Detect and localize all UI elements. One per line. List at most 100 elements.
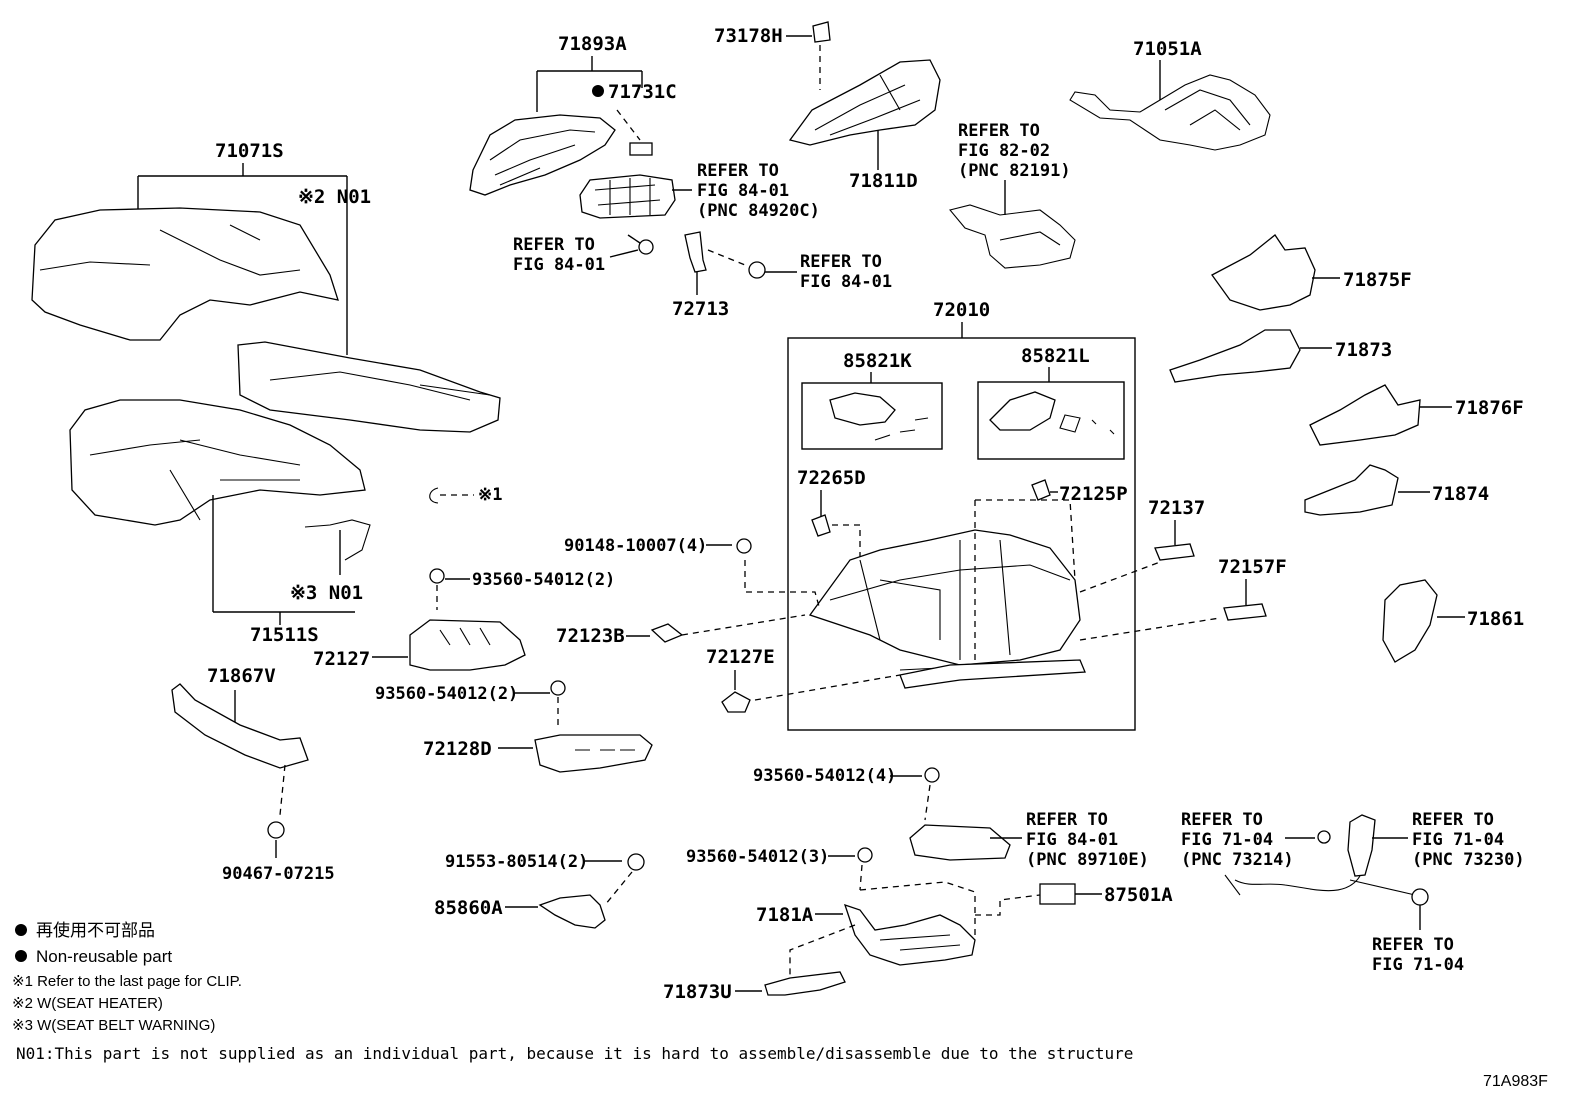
label-71511S: 71511S (250, 624, 319, 646)
part-71893A-group: 71893A 71731C (469, 33, 677, 196)
legend-note3: ※3 W(SEAT BELT WARNING) (12, 1017, 215, 1034)
seat-switch: REFER TO FIG 84-01 (PNC 84920C) REFER TO… (513, 161, 820, 275)
svg-text:REFER TO: REFER TO (1181, 810, 1263, 830)
label-93560-b: 93560-54012(2) (375, 684, 518, 704)
label-93560-a: 93560-54012(2) (472, 570, 615, 590)
label-90148: 90148-10007(4) (564, 536, 707, 556)
bolt-icon (924, 767, 940, 783)
harness-82191 (949, 204, 1076, 269)
adjuster-72010-group: 72010 85821K 85821L 72265D 72125P (787, 299, 1136, 731)
svg-text:FIG 82-02: FIG 82-02 (958, 141, 1050, 161)
bolt-icon (627, 853, 645, 871)
cushion-cover-71071S (31, 207, 339, 341)
cover-71867V (171, 683, 309, 769)
part-71051A-group: 71051A REFER TO FIG 82-02 (PNC 82191) (949, 38, 1271, 269)
bracket-71875F (1211, 234, 1316, 311)
svg-text:REFER TO: REFER TO (1026, 810, 1108, 830)
cushion-group: 71071S ※2 N01 ※3 N01 71511S ※1 (31, 140, 502, 646)
svg-text:FIG 84-01: FIG 84-01 (800, 272, 892, 292)
sensor-85860A (538, 894, 606, 929)
legend-n01: N01:This part is not supplied as an indi… (16, 1044, 1133, 1063)
bolt-icon (1411, 888, 1429, 906)
svg-text:REFER TO: REFER TO (513, 235, 595, 255)
label-72265D: 72265D (797, 467, 866, 489)
non-reusable-dot (15, 924, 27, 936)
label-72127E: 72127E (706, 646, 775, 668)
center-left-parts: 93560-54012(2) 72127 93560-54012(2) 7212… (171, 568, 653, 929)
label-72010: 72010 (933, 299, 990, 321)
tray-group: 93560-54012(4) REFER TO FIG 84-01 (PNC 8… (663, 766, 1173, 1003)
buckle-73230 (1347, 814, 1376, 877)
frame-71051A (1069, 74, 1271, 151)
label-71873: 71873 (1335, 339, 1392, 361)
screw-icon (748, 261, 766, 279)
legend-en: Non-reusable part (36, 947, 172, 966)
legend-note2: ※2 W(SEAT HEATER) (12, 995, 163, 1012)
svg-text:REFER TO: REFER TO (1412, 810, 1494, 830)
label-72137: 72137 (1148, 497, 1205, 519)
clip-icon (267, 821, 285, 839)
svg-text:REFER TO: REFER TO (1372, 935, 1454, 955)
label-7181A: 7181A (756, 904, 814, 926)
cover-72128D (534, 734, 653, 773)
buckle-wire (1224, 874, 1416, 896)
label-85821K: 85821K (843, 350, 912, 372)
part-72713-group: 72713 REFER TO FIG 84-01 (672, 231, 892, 320)
label-72128D: 72128D (423, 738, 492, 760)
label-72125P: 72125P (1059, 483, 1128, 505)
refer-73214: REFER TO FIG 71-04 (PNC 73214) (1181, 810, 1294, 870)
label-72127: 72127 (313, 648, 370, 670)
adjuster-fasteners: 90148-10007(4) 72123B 72127E 72137 72157… (556, 497, 1287, 713)
label-71731C: 71731C (608, 81, 677, 103)
non-reusable-dot (592, 85, 604, 97)
label-87501A: 87501A (1104, 884, 1173, 906)
label-clip-ref: ※1 (478, 485, 502, 505)
label-72123B: 72123B (556, 625, 625, 647)
motor-box-85821L (977, 381, 1125, 460)
label-71893A: 71893A (558, 33, 627, 55)
label-71875F: 71875F (1343, 269, 1412, 291)
harness-71873U (764, 971, 846, 996)
sensor-N01 (304, 519, 371, 561)
cover-71861 (1382, 579, 1438, 663)
label-71051A: 71051A (1133, 38, 1202, 60)
bracket-71873 (1169, 329, 1301, 383)
svg-text:FIG 84-01: FIG 84-01 (1026, 830, 1118, 850)
label-72157F: 72157F (1218, 556, 1287, 578)
svg-text:(PNC 73230): (PNC 73230) (1412, 850, 1525, 870)
bolt-icon (429, 568, 445, 584)
seat-side-cover-71893A (469, 114, 616, 196)
seatbelt-group: REFER TO FIG 71-04 (PNC 73214) REFER TO … (1181, 810, 1525, 975)
label-71876F: 71876F (1455, 397, 1524, 419)
bolt-icon (550, 680, 566, 696)
svg-text:FIG 84-01: FIG 84-01 (513, 255, 605, 275)
svg-text:(PNC 84920C): (PNC 84920C) (697, 201, 820, 221)
part-73178H (812, 21, 831, 43)
refer-84-01-left: REFER TO FIG 84-01 (513, 235, 605, 275)
dashed-connections (681, 560, 1221, 701)
legend-jp: 再使用不可部品 (36, 920, 155, 940)
svg-text:FIG 71-04: FIG 71-04 (1181, 830, 1273, 850)
adjuster-frame-72010 (808, 529, 1081, 666)
cushion-pad (69, 399, 366, 526)
ecu-89710E (909, 824, 1011, 861)
legend: 再使用不可部品 Non-reusable part ※1 Refer to th… (12, 920, 1548, 1090)
label-N01-belt: ※3 N01 (290, 582, 363, 604)
svg-text:(PNC 89710E): (PNC 89710E) (1026, 850, 1149, 870)
refer-84920C: REFER TO FIG 84-01 (PNC 84920C) (697, 161, 820, 221)
bolt-icon (736, 538, 752, 554)
seat-heater-N01 (237, 341, 501, 433)
motor-85821K (829, 392, 896, 426)
refer-89710E: REFER TO FIG 84-01 (PNC 89710E) (1026, 810, 1149, 870)
cover-72127 (409, 619, 526, 671)
label-73178H: 73178H (714, 25, 783, 47)
label-85821L: 85821L (1021, 345, 1090, 367)
right-brackets: 71875F 71873 71876F 71874 71861 (1169, 234, 1524, 663)
svg-text:FIG 71-04: FIG 71-04 (1412, 830, 1504, 850)
tray-7181A (843, 903, 976, 966)
figure-id: 71A983F (1483, 1073, 1548, 1090)
part-71811D-group: 73178H 71811D (714, 21, 941, 192)
svg-text:REFER TO: REFER TO (800, 252, 882, 272)
svg-text:FIG 84-01: FIG 84-01 (697, 181, 789, 201)
